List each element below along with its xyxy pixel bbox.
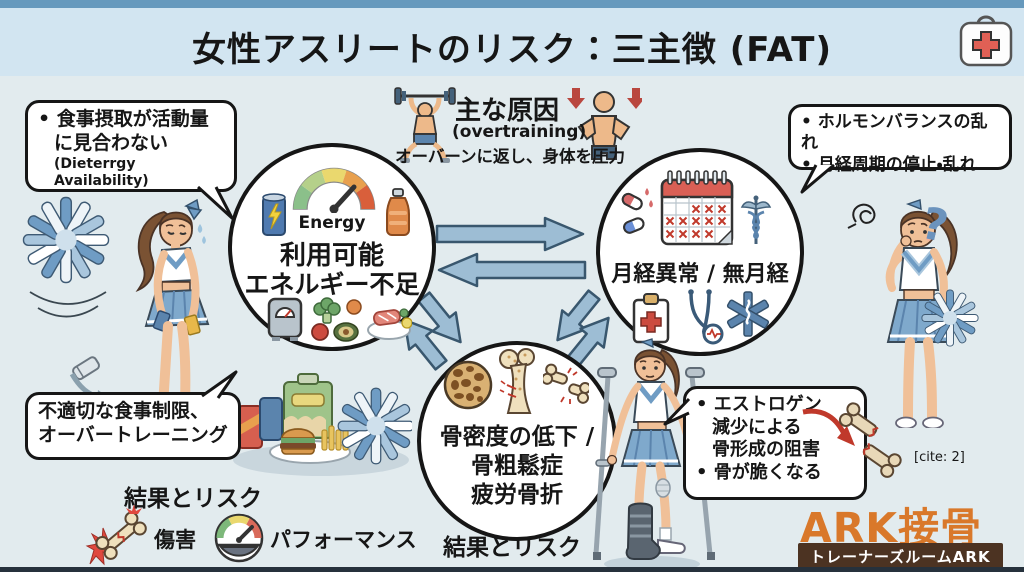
gauge-label: Energy bbox=[298, 213, 366, 233]
callout-line: 減少による bbox=[712, 416, 802, 438]
bottom-border bbox=[0, 567, 1024, 572]
cause-subheading: (overtraining) bbox=[452, 122, 587, 142]
results-center-heading: 結果とリスク bbox=[443, 535, 581, 561]
performance-gauge-icon bbox=[214, 513, 264, 563]
femur-icon bbox=[499, 348, 535, 414]
citation: [cite: 2] bbox=[914, 450, 965, 465]
porous-bone-icon bbox=[443, 360, 493, 410]
node-bone-line1: 骨密度の低下 / bbox=[439, 424, 595, 450]
weight-scale-icon bbox=[267, 297, 303, 341]
calendar-icon bbox=[660, 170, 734, 246]
callout-line: 不適切な食事制限、 bbox=[38, 400, 210, 422]
callout-line: • 骨が脆くなる bbox=[696, 461, 822, 483]
callout-tail bbox=[196, 186, 234, 220]
results-left-heading: 結果とリスク bbox=[124, 486, 262, 512]
water-bottle-icon bbox=[386, 188, 410, 236]
node-menstrual-label: 月経異常 / 無月経 bbox=[611, 262, 789, 287]
injured-cheerleader-illustration bbox=[593, 338, 715, 572]
callout-diet-restriction: 不適切な食事制限、 オーバートレーニング bbox=[25, 392, 241, 460]
node-bone-line3: 疲労骨折 bbox=[471, 482, 563, 508]
confused-cheerleader-illustration bbox=[847, 199, 979, 428]
node-energy: Energy 利用可能 エネルギー不足 bbox=[228, 143, 436, 351]
callout-line: • ホルモンバランスの乱れ bbox=[801, 112, 988, 154]
page-title: 女性アスリートのリスク：三主徴 (FAT) bbox=[191, 30, 833, 70]
junk-food-group bbox=[233, 373, 412, 476]
meal-plate-icon bbox=[367, 308, 412, 340]
brand-subtitle: トレーナーズルームARK bbox=[798, 543, 1003, 570]
node-energy-line1: 利用可能 bbox=[279, 241, 384, 271]
injury-bone-icon bbox=[85, 504, 147, 566]
callout-low-energy-cause: • 食事摂取が活動量 に見合わない (Dieterrgy Availabilit… bbox=[25, 100, 237, 192]
node-energy-line2: エネルギー不足 bbox=[244, 270, 420, 299]
callout-tail bbox=[663, 397, 691, 426]
callout-tail bbox=[800, 164, 835, 194]
first-aid-kit-icon bbox=[959, 15, 1013, 67]
overtrained-person-icon bbox=[567, 88, 642, 160]
node-bone: 骨密度の低下 / 骨粗鬆症 疲労骨折 bbox=[417, 341, 617, 541]
node-menstrual: 月経異常 / 無月経 bbox=[596, 148, 804, 356]
callout-line: 骨形成の阻害 bbox=[712, 439, 820, 460]
stethoscope-icon bbox=[688, 289, 724, 345]
pills-icon bbox=[621, 188, 653, 234]
energy-gauge-icon bbox=[292, 167, 376, 213]
cause-caption: オーバーンに返し、身体を圧力 bbox=[394, 147, 625, 166]
top-border bbox=[0, 0, 1024, 8]
callout-line: に見合わない bbox=[54, 131, 169, 154]
weightlifter-icon bbox=[394, 87, 456, 163]
medical-clipboard-icon bbox=[632, 293, 670, 344]
performance-label: パフォーマンス bbox=[270, 528, 417, 552]
callout-line: • 食事摂取が活動量 bbox=[38, 108, 209, 130]
callout-hormone: • ホルモンバランスの乱れ • 月経周期の停止・乱れ bbox=[788, 104, 1012, 175]
brittle-bone-annotation bbox=[802, 402, 902, 478]
callout-tail bbox=[201, 370, 238, 399]
caduceus-icon bbox=[740, 195, 772, 244]
node-bone-line2: 骨粗鬆症 bbox=[471, 453, 563, 479]
energy-drink-icon bbox=[262, 193, 286, 236]
header-band bbox=[0, 8, 1024, 76]
vegetables-icon bbox=[311, 297, 362, 342]
callout-line: • エストロゲン bbox=[696, 394, 822, 415]
callout-estrogen: • エストロゲン 減少による 骨形成の阻害 • 骨が脆くなる bbox=[683, 386, 867, 500]
pompom-falling bbox=[22, 196, 110, 284]
fractured-bone-icon bbox=[543, 363, 589, 404]
callout-line: • 月経周期の停止・乱れ bbox=[801, 154, 977, 175]
callout-line: (Dieterrgy Availability) bbox=[54, 155, 149, 190]
injury-label: 傷害 bbox=[154, 528, 196, 552]
motion-lines bbox=[29, 291, 107, 318]
cause-heading: 主な原因 bbox=[455, 96, 560, 126]
callout-line: オーバートレーニング bbox=[38, 423, 228, 446]
star-of-life-icon bbox=[726, 291, 770, 337]
